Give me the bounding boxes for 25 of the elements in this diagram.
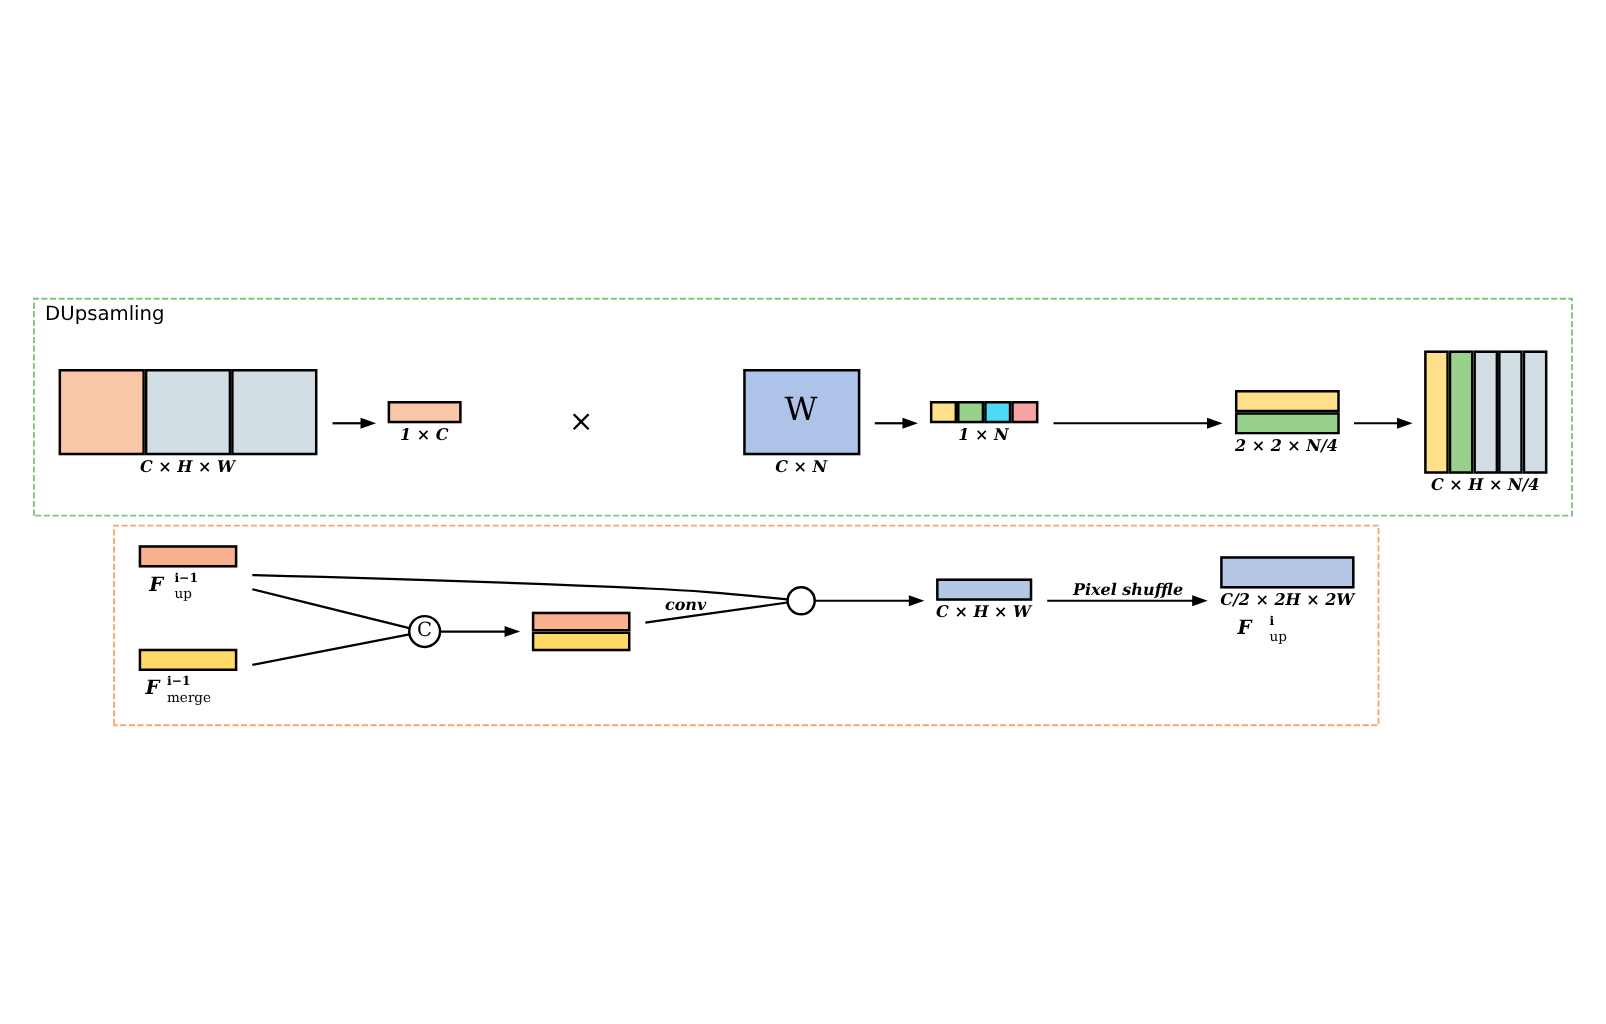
node-label: C × H × W <box>936 601 1032 622</box>
arrow <box>1353 417 1413 429</box>
edge-label: Pixel shuffle <box>1072 579 1184 600</box>
cluster <box>113 524 1380 727</box>
label: × <box>568 404 594 439</box>
node-label: C × H × N/4 <box>1430 474 1540 495</box>
connector <box>645 601 788 624</box>
node-label: 1 × N <box>958 423 1009 444</box>
node-label: C × N <box>775 455 828 476</box>
arrow <box>814 595 925 607</box>
node-label: 2 × 2 × N/4 <box>1234 434 1338 455</box>
node-label: 1 × C <box>399 423 449 444</box>
connector <box>252 588 410 630</box>
arrow <box>1053 417 1223 429</box>
arrow <box>440 626 521 637</box>
node-circle <box>786 585 816 616</box>
arrow <box>1047 595 1208 607</box>
node-label: C × H × W <box>139 455 235 476</box>
connector <box>252 633 410 666</box>
arrow <box>332 417 377 429</box>
node-label: C/2 × 2H × 2W <box>1220 588 1355 609</box>
node-circle: C <box>408 614 442 649</box>
arrow <box>874 417 918 429</box>
edge-label: conv <box>664 593 707 614</box>
connector <box>252 574 788 601</box>
